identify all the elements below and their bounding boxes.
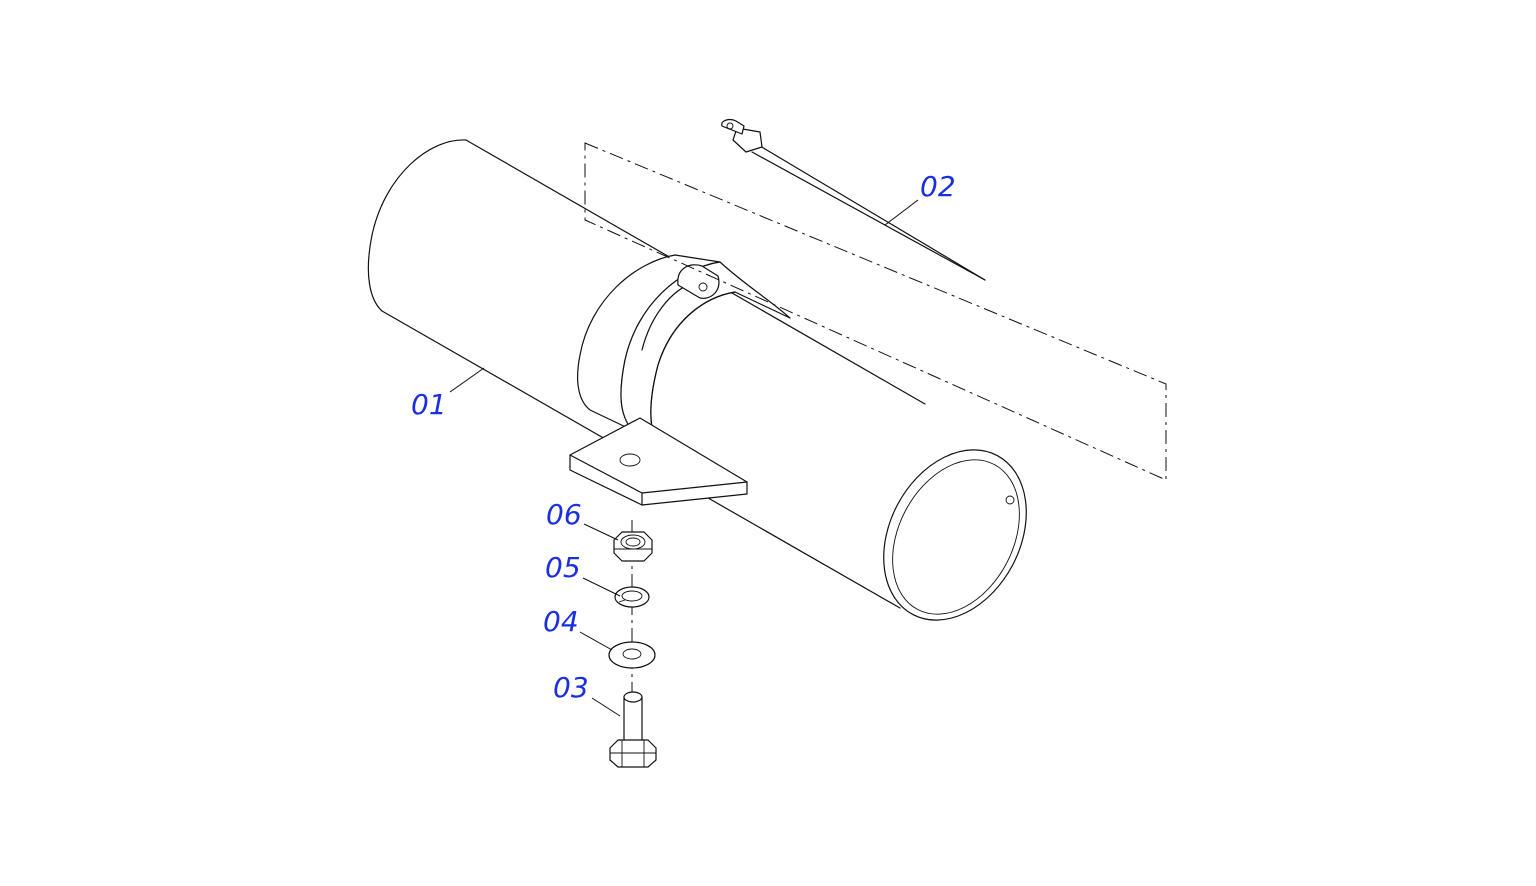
part-05-lock-washer [614, 586, 650, 608]
leader-01 [449, 367, 485, 393]
leader-04 [579, 631, 613, 651]
callout-03: 03 [553, 671, 589, 704]
assembly-guide-lines [584, 142, 1167, 700]
callout-04: 04 [543, 605, 579, 638]
part-04-flat-washer [608, 641, 656, 669]
callout-01: 01 [411, 388, 447, 421]
callout-02: 02 [920, 170, 956, 203]
part-06-hex-nut [613, 531, 653, 562]
leader-03 [591, 697, 621, 717]
leader-lines [449, 199, 919, 717]
part-01-cylinder [367, 139, 1027, 621]
leader-05 [582, 577, 621, 597]
leader-02 [884, 199, 919, 226]
callout-05: 05 [545, 551, 581, 584]
part-02-cable-tie [721, 119, 986, 281]
part-03-hex-bolt [609, 691, 657, 768]
callout-labels: 01 02 03 04 05 06 [411, 170, 956, 704]
leader-06 [583, 523, 619, 541]
mounting-band [569, 254, 791, 506]
callout-06: 06 [546, 498, 582, 531]
